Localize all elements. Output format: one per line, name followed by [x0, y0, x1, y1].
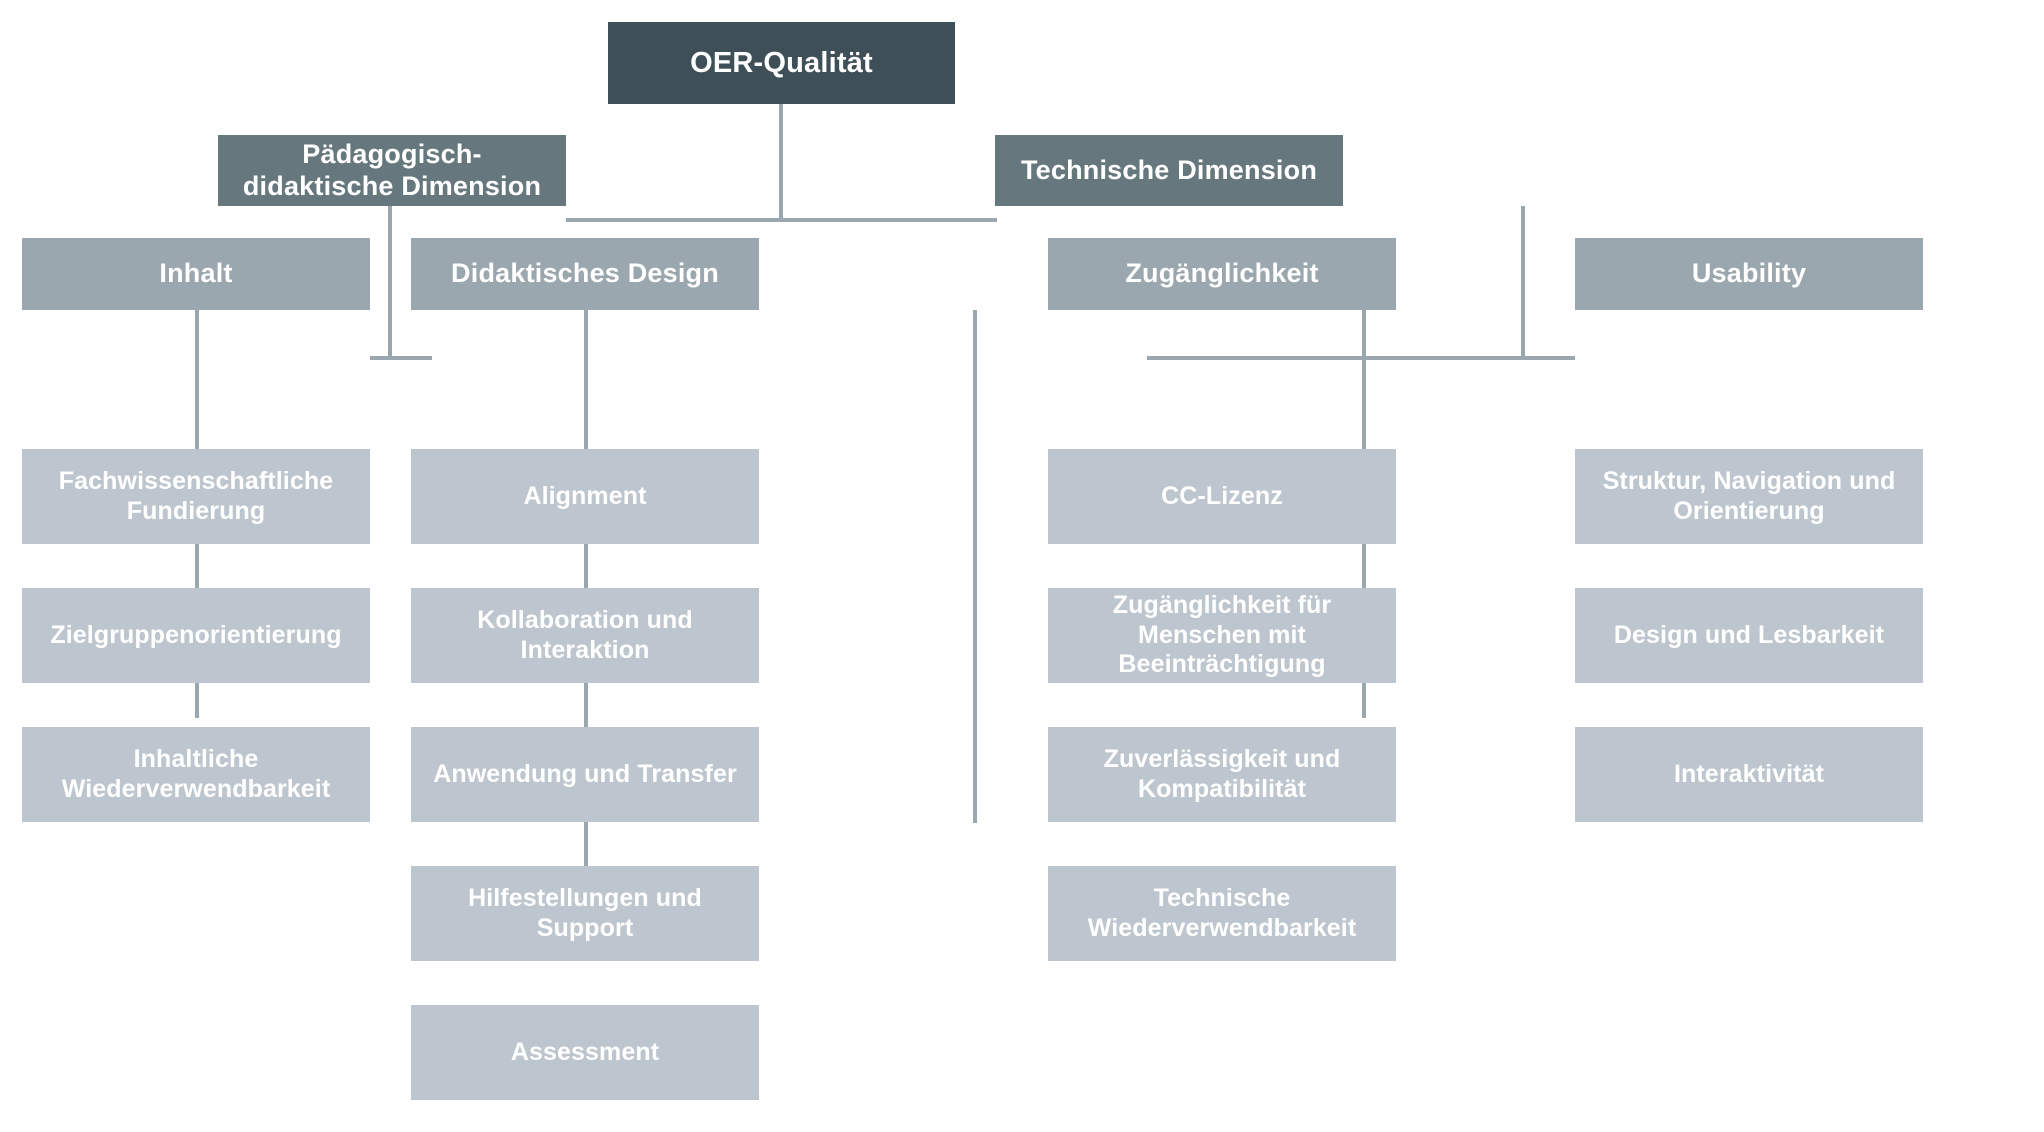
node-anwendung-und-transfer[interactable]: Anwendung und Transfer — [411, 727, 759, 822]
node-zugaenglichkeit[interactable]: Zugänglichkeit — [1048, 238, 1396, 310]
connector-col3-spine — [973, 310, 977, 823]
connector-root-vertical — [779, 104, 783, 220]
node-assessment[interactable]: Assessment — [411, 1005, 759, 1100]
node-technische-wiederverwendbarkeit[interactable]: Technische Wiederverwendbarkeit — [1048, 866, 1396, 961]
node-fachwissenschaftliche-fundierung[interactable]: Fachwissenschaftliche Fundierung — [22, 449, 370, 544]
node-didaktisches-design[interactable]: Didaktisches Design — [411, 238, 759, 310]
node-kollaboration-und-interaktion[interactable]: Kollaboration und Interaktion — [411, 588, 759, 683]
node-zielgruppenorientierung[interactable]: Zielgruppenorientierung — [22, 588, 370, 683]
connector-tech-vertical — [1521, 206, 1525, 360]
node-usability[interactable]: Usability — [1575, 238, 1923, 310]
node-interaktivitaet[interactable]: Interaktivität — [1575, 727, 1923, 822]
connector-paed-horizontal — [370, 356, 432, 360]
connector-dimensions-horizontal — [566, 218, 997, 222]
node-zuverlaessigkeit-und-kompatibilitaet[interactable]: Zuverlässigkeit und Kompatibilität — [1048, 727, 1396, 822]
node-struktur-navigation-und-orientierung[interactable]: Struktur, Navigation und Orientierung — [1575, 449, 1923, 544]
node-alignment[interactable]: Alignment — [411, 449, 759, 544]
node-oer-qualitaet[interactable]: OER-Qualität — [608, 22, 955, 104]
node-technische-dimension[interactable]: Technische Dimension — [995, 135, 1343, 206]
node-inhaltliche-wiederverwendbarkeit[interactable]: Inhaltliche Wiederverwendbarkeit — [22, 727, 370, 822]
node-design-und-lesbarkeit[interactable]: Design und Lesbarkeit — [1575, 588, 1923, 683]
connector-paed-vertical — [388, 206, 392, 360]
connector-tech-horizontal — [1147, 356, 1575, 360]
node-paedagogisch-didaktische-dimension[interactable]: Pädagogisch-didaktische Dimension — [218, 135, 566, 206]
node-zugaenglichkeit-fuer-menschen-mit-beeintraechtigung[interactable]: Zugänglichkeit für Menschen mit Beeinträ… — [1048, 588, 1396, 683]
node-cc-lizenz[interactable]: CC-Lizenz — [1048, 449, 1396, 544]
node-hilfestellungen-und-support[interactable]: Hilfestellungen und Support — [411, 866, 759, 961]
node-inhalt[interactable]: Inhalt — [22, 238, 370, 310]
